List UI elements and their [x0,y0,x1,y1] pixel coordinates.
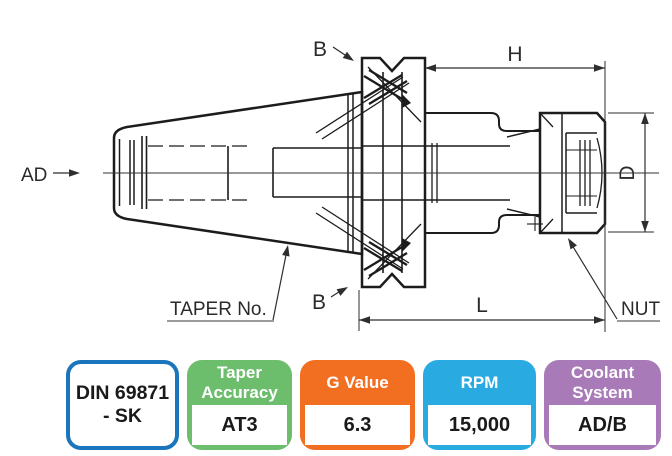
dim-d-label: D [616,165,639,180]
din-standard-line1: DIN 69871 [75,382,170,404]
din-standard-line2: - SK [103,405,142,427]
rpm-value: 15,000 [428,405,531,445]
svg-text:NUT: NUT [621,299,660,320]
label-taper-no: TAPER No. [167,245,290,322]
badge-din-standard: DIN 69871 - SK [66,360,179,450]
dimension-l: L [358,290,605,331]
coolant-system-header: Coolant System [570,363,635,402]
dim-l-label: L [476,294,488,317]
svg-text:B: B [313,38,327,61]
label-b-top: B [313,38,354,61]
badge-rpm: RPM 15,000 [423,360,536,450]
g-value-header: G Value [326,372,389,392]
svg-text:B: B [312,291,326,314]
v-flange [360,56,427,289]
flange-section-hatch [315,66,422,280]
taper-accuracy-header: Taper Accuracy [201,363,278,402]
technical-drawing: H L D AD B [21,38,660,332]
label-b-bottom: B [312,287,348,314]
label-ad: AD [21,165,80,186]
coolant-system-value: AD/B [549,405,656,445]
rpm-header: RPM [460,372,499,392]
badge-taper-accuracy: Taper Accuracy AT3 [187,360,292,450]
svg-text:TAPER No.: TAPER No. [170,299,267,320]
dim-h-label: H [507,43,522,66]
spec-badges: DIN 69871 - SK Taper Accuracy AT3 G Valu… [66,360,662,450]
taper-accuracy-value: AT3 [192,405,287,445]
badge-coolant-system: Coolant System AD/B [544,360,661,450]
taper-shank [112,90,364,256]
dimension-d: D [608,112,654,233]
g-value-value: 6.3 [305,405,410,445]
badge-g-value: G Value 6.3 [300,360,415,450]
dimension-h: H [425,43,605,72]
label-nut: NUT [568,238,660,322]
svg-text:AD: AD [21,165,47,186]
